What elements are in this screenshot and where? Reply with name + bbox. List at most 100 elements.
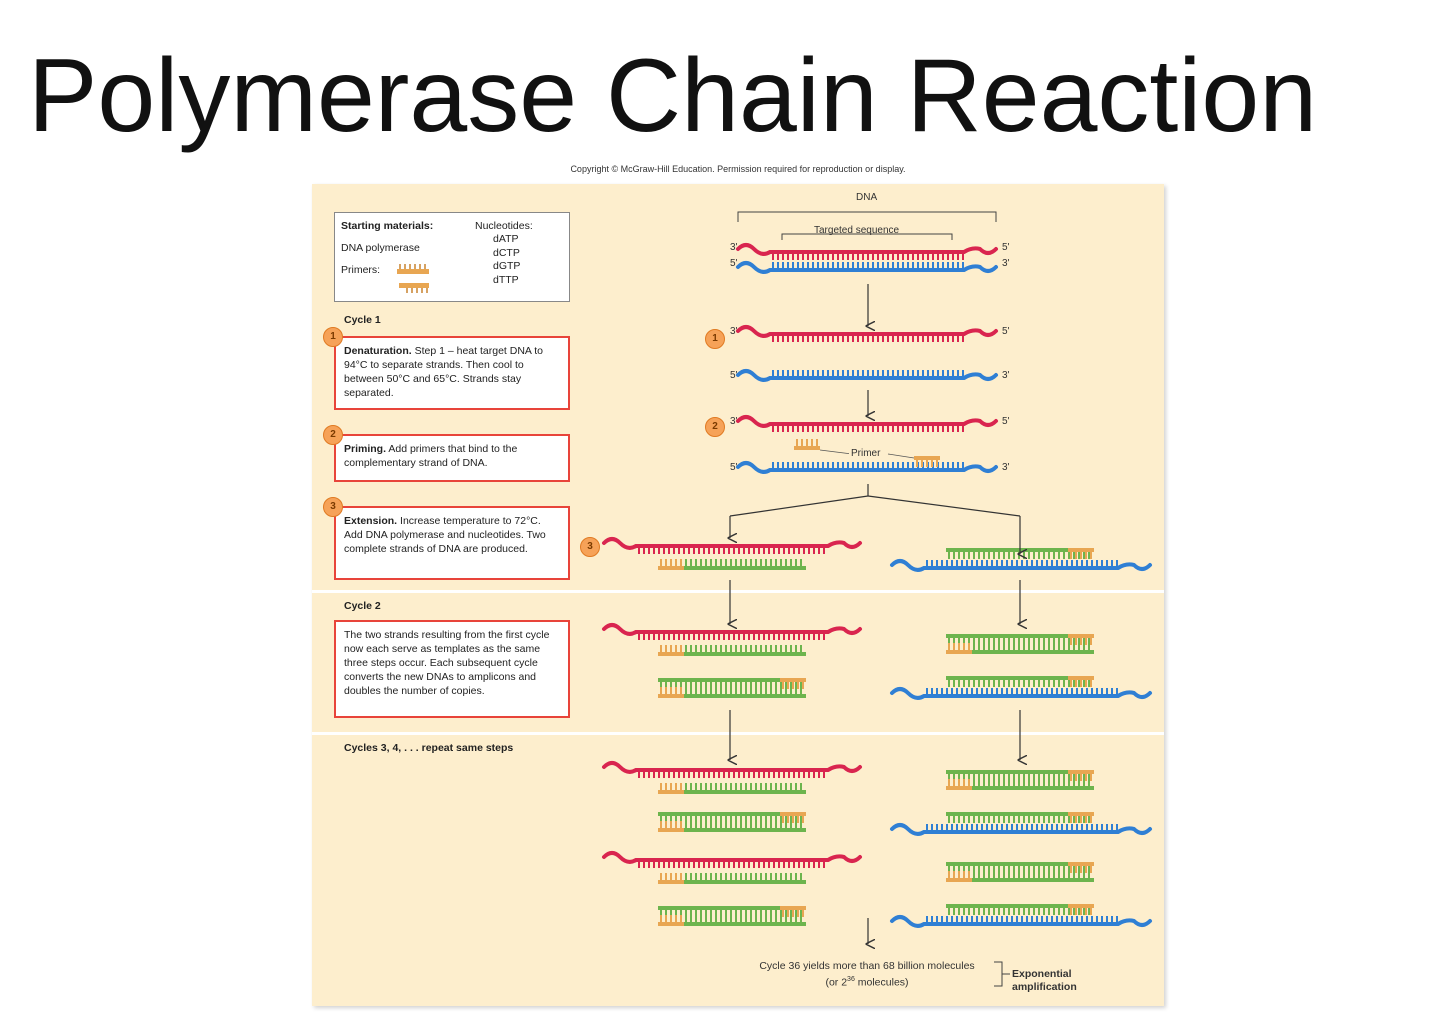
target-bracket [781,233,953,240]
copyright-notice: Copyright © McGraw-Hill Education. Permi… [570,164,906,174]
dna-strands [602,243,1152,928]
diagram-labels [737,211,1010,987]
cycle36-line2: (or 236 molecules) [732,973,1002,990]
end-label: 3' [1002,370,1010,381]
nucleotide-item: dATP [493,233,519,245]
cycle2-box: The two strands resulting from the first… [334,620,570,718]
strand-backbone [602,623,862,636]
cycle2-green [658,645,806,656]
step1-title: Denaturation. [344,345,412,357]
nucleotides-heading: Nucleotides: [475,220,533,232]
end-label: 5' [730,462,738,473]
step1-text: Step 1 – heat target DNA to 94°C to sepa… [344,345,544,399]
nucleotide-item: dCTP [493,246,520,259]
cycle3-blue [890,823,1152,836]
end-label: 3' [730,326,738,337]
end-label: 3' [730,242,738,253]
primer-top [794,446,820,450]
cycle2-green [946,676,1094,687]
nucleotide-item: dGTP [493,260,521,272]
cycle3-red [602,761,862,778]
step3-box: Extension. Increase temperature to 72°C.… [334,506,570,580]
cycle36-yield-label: Cycle 36 yields more than 68 billion mol… [732,960,1002,990]
amplification-word: amplification [1012,981,1077,993]
end-label: 5' [730,258,738,269]
end-label: 5' [730,370,738,381]
diagram-step3-badge: 3 [580,537,600,557]
step1-badge: 1 [323,327,343,347]
step2-text: Add primers that bind to the complementa… [344,443,518,469]
cycle-divider [312,590,1164,593]
primed-strand-bottom [736,461,998,474]
cycle3-green [658,906,806,917]
step2-badge: 2 [323,425,343,445]
step2-box: Priming. Add primers that bind to the co… [334,434,570,482]
denatured-strand-top [736,325,998,342]
page-title: Polymerase Chain Reaction [28,38,1318,154]
starting-materials-box: Starting materials: DNA polymerase Prime… [334,212,570,302]
cycle2-text: The two strands resulting from the first… [344,629,550,697]
end-label: 3' [1002,462,1010,473]
cycle1-right-blue [890,559,1152,572]
end-label: 5' [1002,326,1010,337]
step3-badge: 3 [323,497,343,517]
cycle2-green [946,643,1094,654]
step1-box: Denaturation. Step 1 – heat target DNA t… [334,336,570,410]
cycle-divider [312,732,1164,735]
split-branch [729,495,869,517]
process-arrows [730,284,1020,944]
step3-text: Increase temperature to 72°C. Add DNA po… [344,515,546,555]
dna-label: DNA [856,192,878,203]
primers-icon [397,264,429,293]
primed-strand-top [736,415,998,432]
end-label: 3' [730,416,738,427]
primers [794,439,940,467]
dna-bracket [737,211,997,222]
strand-backbone [602,851,862,864]
cycle3-blue [890,915,1152,928]
cycle3-green [946,779,1094,790]
end-label: 5' [1002,242,1010,253]
cycle1-label: Cycle 1 [344,314,381,326]
end-label: 3' [1002,258,1010,269]
cycle1-left-red [602,537,862,554]
cycle2-green [658,687,806,698]
cycle1-left-green [658,559,806,570]
cycle3-red [602,851,862,868]
cycle36-line2-post: molecules) [854,976,909,989]
cycle36-line2-pre: (or 2 [825,976,848,989]
cycles3-label: Cycles 3, 4, . . . repeat same steps [344,742,514,754]
nucleotides-list: dATP dCTP dGTP dTTP [493,233,520,287]
exponential-bracket [994,961,1010,987]
primer-pointer [819,449,853,455]
cycle3-green [658,783,806,794]
primer-pointer [887,453,915,459]
starting-materials-heading: Starting materials: [341,220,434,232]
cycle3-green [658,915,806,926]
nucleotide-item: dTTP [493,273,519,286]
end-label: 5' [1002,416,1010,427]
targeted-sequence-label: Targeted sequence [814,225,900,236]
cycle3-green [946,812,1094,823]
cycle3-green [658,873,806,884]
cycle36-exponent: 36 [847,976,855,983]
primer-bottom [914,456,940,460]
step2-title: Priming. [344,443,387,455]
template-strand-top [736,243,998,260]
exponential-amplification-label: Exponential amplification [1012,968,1077,994]
cycle2-red [602,623,862,640]
cycle3-green [658,821,806,832]
cycle36-line1: Cycle 36 yields more than 68 billion mol… [759,960,975,972]
primers-label: Primers: [341,264,381,276]
cycle2-blue [890,687,1152,700]
exponential-word: Exponential [1012,968,1072,980]
step3-title: Extension. [344,515,398,527]
cycle3-green [946,904,1094,915]
strand-backbone [602,537,862,550]
primer-label: Primer [849,448,883,459]
diagram-step1-badge: 1 [705,329,725,349]
pcr-figure: Starting materials: DNA polymerase Prime… [312,184,1164,1006]
denatured-strand-bottom [736,369,998,382]
strand-backbone [602,761,862,774]
diagram-step2-badge: 2 [705,417,725,437]
